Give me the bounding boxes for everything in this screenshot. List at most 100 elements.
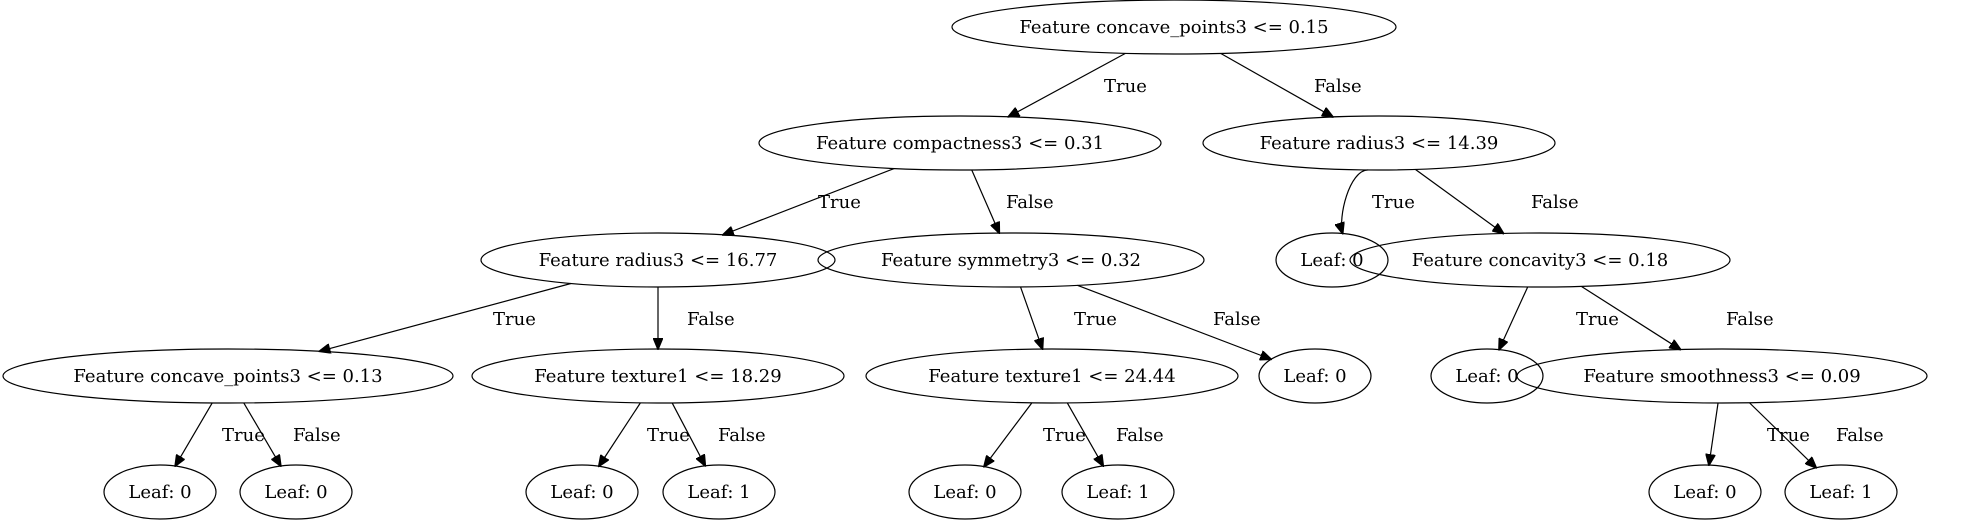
edge-label: True [1576,309,1619,330]
edge-arrow [1709,402,1719,465]
node-label: Leaf: 0 [264,482,327,503]
node-label: Feature radius3 <= 14.39 [1260,133,1499,154]
node-ellipse [865,348,1239,404]
leaf-node: Leaf: 1 [1061,464,1175,520]
leaf-node: Leaf: 0 [239,464,353,520]
node-label: Feature concave_points3 <= 0.15 [1019,17,1328,38]
leaf-node: Leaf: 0 [1430,348,1544,404]
edge-label: True [493,309,536,330]
edge-arrow [723,167,895,235]
decision-node: Feature radius3 <= 14.39 [1202,115,1556,171]
edge-arrow [175,402,213,466]
edge-label: False [1116,425,1164,446]
leaf-node: Leaf: 1 [1784,464,1898,520]
edge-arrow [1077,284,1271,359]
decision-node: Feature concave_points3 <= 0.13 [2,348,454,404]
decision-node: Feature smoothness3 <= 0.09 [1516,348,1928,404]
tree-edge: False [1077,284,1271,359]
node-ellipse [951,0,1397,55]
edge-arrow [1008,52,1126,116]
node-ellipse [1784,464,1898,520]
node-label: Feature radius3 <= 16.77 [539,250,778,271]
edge-label: False [1213,309,1261,330]
edge-label: False [1726,309,1774,330]
node-ellipse [908,464,1022,520]
node-ellipse [758,115,1162,171]
decision-node: Feature texture1 <= 18.29 [471,348,845,404]
edge-label: True [647,425,690,446]
tree-edge: False [243,402,341,466]
edge-label: True [1043,425,1086,446]
tree-edge: True [1008,52,1147,116]
edge-arrow [1581,285,1680,349]
edge-arrow [671,402,705,466]
edge-label: False [1836,425,1884,446]
node-ellipse [525,464,639,520]
node-label: Leaf: 1 [687,482,750,503]
leaf-node: Leaf: 0 [103,464,217,520]
decision-node: Feature texture1 <= 24.44 [865,348,1239,404]
node-ellipse [817,232,1205,288]
node-label: Leaf: 0 [1283,366,1346,387]
node-ellipse [1202,115,1556,171]
tree-edge: False [1749,402,1884,468]
edge-label: True [1074,309,1117,330]
decision-node: Feature compactness3 <= 0.31 [758,115,1162,171]
node-ellipse [1430,348,1544,404]
edge-arrow [1220,52,1333,117]
edge-arrow [319,282,572,352]
node-label: Feature texture1 <= 24.44 [928,366,1175,387]
edge-arrow [1749,402,1816,468]
leaf-node: Leaf: 0 [525,464,639,520]
edge-label: True [1104,76,1147,97]
leaf-node: Leaf: 0 [1275,232,1389,288]
edge-arrow [243,402,281,466]
node-label: Leaf: 1 [1809,482,1872,503]
tree-edge: True [175,402,265,466]
leaf-node: Leaf: 1 [662,464,776,520]
tree-edge: False [658,287,735,349]
tree-edge: True [1499,286,1619,350]
node-ellipse [662,464,776,520]
node-label: Leaf: 0 [1300,250,1363,271]
node-ellipse [1349,232,1731,288]
decision-node: Feature radius3 <= 16.77 [480,232,836,288]
edge-label: True [1767,425,1810,446]
edge-label: True [222,425,265,446]
tree-edge: True [1019,286,1117,349]
node-label: Feature texture1 <= 18.29 [534,366,781,387]
decision-node: Feature concavity3 <= 0.18 [1349,232,1731,288]
decision-node: Feature concave_points3 <= 0.15 [951,0,1397,55]
tree-edge: True [984,402,1086,467]
tree-edge: False [1581,285,1774,349]
tree-edge: False [671,402,766,466]
node-ellipse [2,348,454,404]
edge-arrow [1414,168,1503,233]
edge-label: False [718,425,766,446]
tree-edge: False [1220,52,1362,117]
edge-label: False [1314,76,1362,97]
node-ellipse [1258,348,1372,404]
node-ellipse [480,232,836,288]
edge-label: False [687,309,735,330]
node-ellipse [1275,232,1389,288]
node-ellipse [1648,464,1762,520]
tree-edge: False [1066,402,1164,466]
decision-node: Feature symmetry3 <= 0.32 [817,232,1205,288]
node-label: Leaf: 0 [1455,366,1518,387]
node-label: Leaf: 1 [1086,482,1149,503]
tree-edge: True [723,167,895,235]
tree-edge: True [319,282,572,352]
node-ellipse [471,348,845,404]
tree-edge: False [971,169,1054,233]
node-label: Feature symmetry3 <= 0.32 [881,250,1141,271]
edge-label: False [293,425,341,446]
tree-edge: True [599,402,690,466]
node-label: Feature compactness3 <= 0.31 [816,133,1104,154]
node-ellipse [1516,348,1928,404]
node-ellipse [1061,464,1175,520]
edge-label: True [1372,192,1415,213]
